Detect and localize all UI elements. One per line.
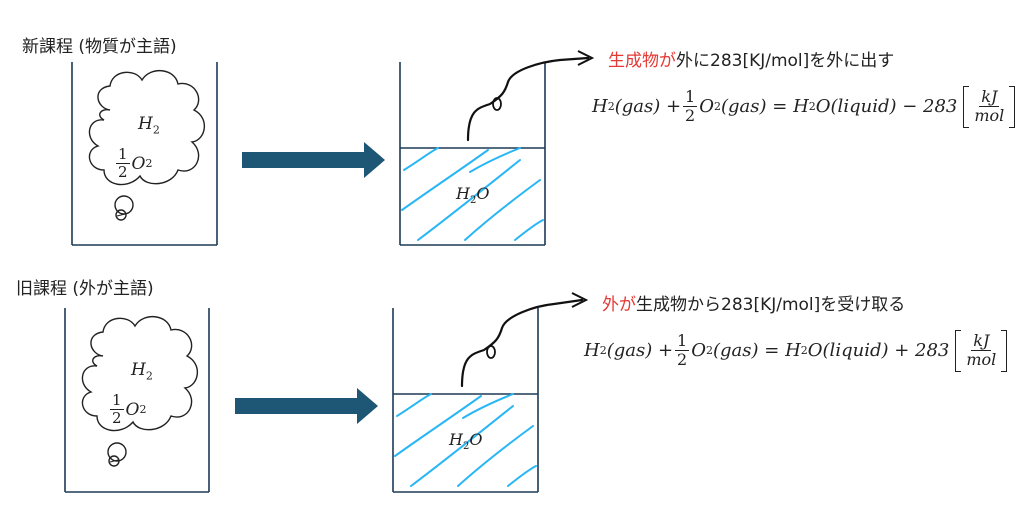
energy-statement-new: 生成物が外に283[KJ/mol]を外に出す — [608, 51, 895, 71]
section-caption-new: 新課程 (物質が主語) — [22, 37, 177, 57]
heat-flow-arrow — [460, 298, 584, 388]
section-caption-old: 旧課程 (外が主語) — [16, 279, 154, 299]
thought-bubble-small — [108, 455, 120, 467]
water-label: H2O — [449, 430, 483, 453]
reaction-arrow — [242, 142, 385, 178]
cloud-label-h2: H2 — [138, 114, 160, 137]
thought-bubble-large — [107, 442, 127, 462]
thought-cloud — [88, 70, 205, 186]
diagram-new-curriculum — [71, 50, 595, 246]
water-hatching — [401, 147, 544, 241]
thought-bubble-small — [115, 209, 127, 221]
right-container — [392, 308, 539, 493]
energy-statement-old: 外が生成物から283[KJ/mol]を受け取る — [602, 295, 906, 315]
water-hatching — [394, 393, 537, 487]
thought-cloud — [81, 316, 198, 432]
reaction-arrow — [235, 388, 378, 424]
heat-release-arrow — [466, 56, 590, 142]
water-label: H2O — [456, 184, 490, 207]
right-container — [399, 62, 546, 246]
left-container — [64, 308, 210, 493]
cloud-label-h2: H2 — [131, 360, 153, 383]
left-container — [71, 62, 218, 246]
diagram-old-curriculum — [64, 292, 589, 493]
